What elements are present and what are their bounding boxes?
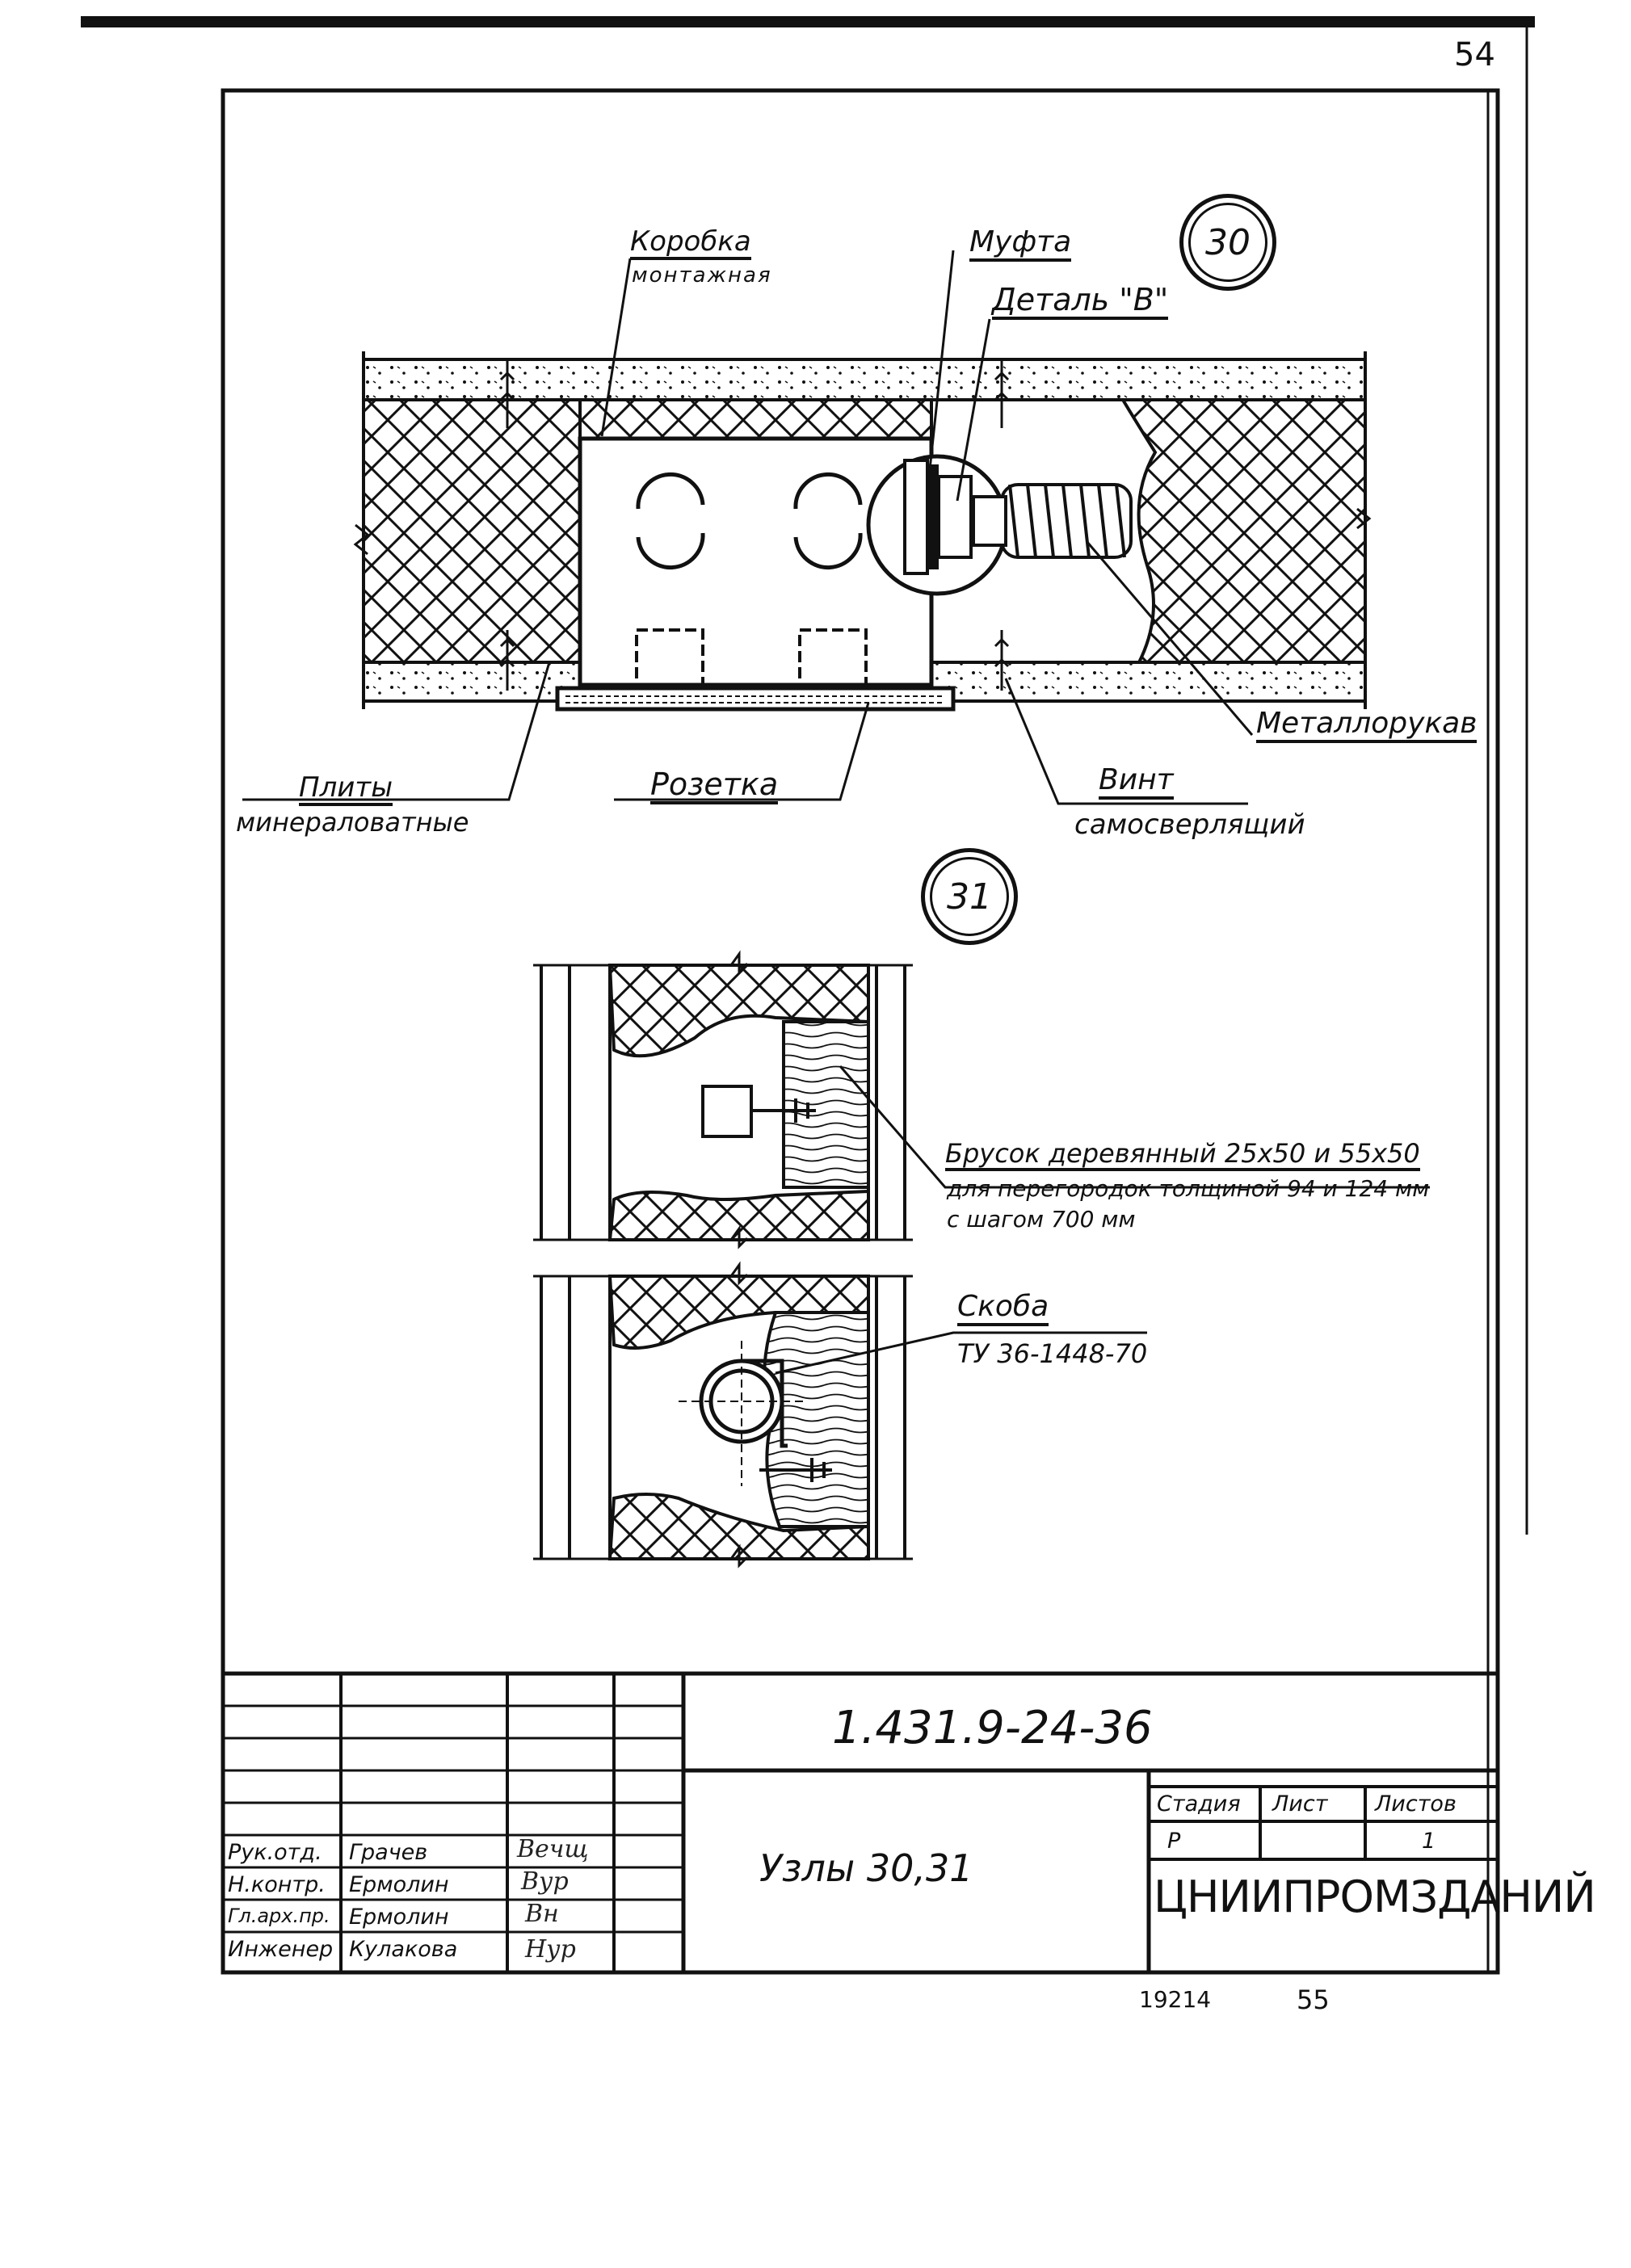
mineral-wool-right [1120, 398, 1367, 664]
signature-4: Нур [525, 1935, 576, 1964]
node-31-number: 31 [947, 876, 992, 918]
mineral-wool-top [578, 398, 933, 440]
mineral-wool-left [362, 398, 582, 664]
staff-name-1: Грачев [349, 1840, 428, 1865]
label-box-line1: Коробка [630, 228, 751, 260]
label-metal-hose: Металлорукав [1256, 709, 1478, 743]
label-bar-line3: с шагом 700 мм [947, 1206, 1136, 1233]
staff-name-3: Ермолин [349, 1905, 449, 1930]
signature-3: Вн [525, 1900, 559, 1928]
label-slabs-line2: минераловатные [236, 807, 469, 838]
staff-name-2: Ермолин [349, 1872, 449, 1897]
label-bar-line2: для перегородок толщиной 94 и 124 мм [947, 1175, 1430, 1202]
signature-2: Вур [521, 1867, 569, 1896]
sheets-header: Листов [1375, 1791, 1457, 1816]
stage-value: Р [1167, 1829, 1181, 1854]
footer-page: 55 [1297, 1984, 1330, 2015]
node-30-drawing [242, 250, 1372, 805]
staff-name-4: Кулакова [349, 1937, 458, 1962]
signature-1: Вечщ [517, 1835, 589, 1863]
node-31-marker: 31 [921, 848, 1018, 945]
node-30-number: 30 [1205, 221, 1251, 263]
sheets-value: 1 [1422, 1829, 1436, 1854]
organization-name: ЦНИИПРОМЗДАНИЙ [1154, 1871, 1596, 1922]
label-socket: Розетка [650, 769, 779, 804]
label-clip-line1: Скоба [957, 1292, 1049, 1326]
label-clip-line2: ТУ 36-1448-70 [957, 1338, 1148, 1369]
staff-role-4: Инженер [228, 1937, 334, 1962]
socket-plate [555, 686, 956, 712]
knockout-right [793, 472, 863, 569]
title-block-grid [223, 1671, 1498, 1972]
label-screw-line1: Винт [1099, 766, 1174, 800]
label-detail-b: Деталь "В" [992, 284, 1169, 320]
sheet-title: Узлы 30,31 [759, 1846, 973, 1890]
staff-role-3: Гл.арх.пр. [228, 1905, 330, 1927]
sheet-header: Лист [1272, 1791, 1328, 1816]
wooden-bar-lower [763, 1311, 870, 1528]
metal-hose [1000, 483, 1133, 559]
label-screw-line2: самосверлящий [1074, 808, 1305, 841]
knockout-left [636, 472, 705, 569]
inventory-number: 19214 [1139, 1986, 1212, 2013]
staff-role-2: Н.контр. [228, 1872, 326, 1897]
node-31-drawing [533, 950, 1430, 1569]
top-border-bar [81, 16, 1535, 27]
staff-role-1: Рук.отд. [228, 1840, 322, 1865]
label-coupling: Муфта [969, 228, 1072, 262]
page-number: 54 [1454, 36, 1495, 74]
drawing-frame [221, 88, 1500, 1975]
doc-code: 1.431.9-24-36 [832, 1702, 1153, 1754]
label-slabs-line1: Плиты [299, 774, 393, 806]
wooden-bar [782, 1020, 870, 1189]
label-box-line2: монтажная [632, 263, 772, 288]
node-30-marker: 30 [1179, 194, 1276, 291]
label-bar-line1: Брусок деревянный 25х50 и 55х50 [945, 1140, 1420, 1171]
top-sheathing [362, 358, 1367, 401]
stage-header: Стадия [1157, 1791, 1241, 1816]
